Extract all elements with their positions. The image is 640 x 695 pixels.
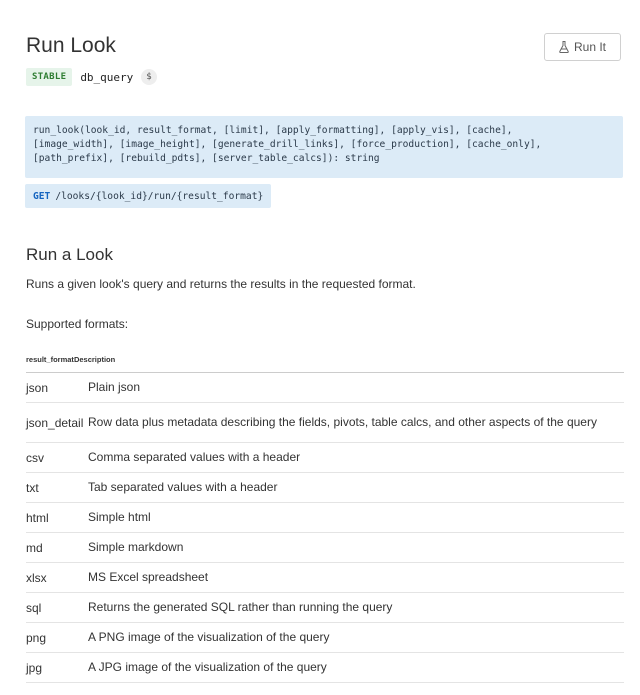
table-row: xlsx MS Excel spreadsheet <box>26 563 624 593</box>
table-row: sql Returns the generated SQL rather tha… <box>26 593 624 623</box>
format-name: png <box>26 630 47 645</box>
run-it-button[interactable]: Run It <box>544 33 621 61</box>
format-name: xlsx <box>26 570 47 585</box>
table-row: md Simple markdown <box>26 533 624 563</box>
page-title: Run Look <box>26 34 116 57</box>
table-row: txt Tab separated values with a header <box>26 473 624 503</box>
format-name: html <box>26 510 49 525</box>
permission-badge: $ <box>141 69 157 85</box>
format-name: sql <box>26 600 42 615</box>
formats-table: result_format Description json Plain jso… <box>26 347 624 683</box>
format-name: csv <box>26 450 44 465</box>
table-row: json_detail Row data plus metadata descr… <box>26 403 624 443</box>
format-description: A JPG image of the visualization of the … <box>88 660 327 674</box>
format-description: Simple html <box>88 510 151 524</box>
format-description: Returns the generated SQL rather than ru… <box>88 600 393 614</box>
format-name: json_detail <box>26 415 84 430</box>
run-it-label: Run It <box>573 40 606 54</box>
format-description: Plain json <box>88 380 141 394</box>
format-name: jpg <box>26 660 43 675</box>
table-header: result_format Description <box>26 347 624 373</box>
table-row: csv Comma separated values with a header <box>26 443 624 473</box>
section-title: Run a Look <box>26 245 113 264</box>
flask-icon <box>559 41 569 53</box>
table-row: html Simple html <box>26 503 624 533</box>
format-description: Row data plus metadata describing the fi… <box>88 415 597 429</box>
method-signature: run_look(look_id, result_format, [limit]… <box>25 116 623 178</box>
format-description: Comma separated values with a header <box>88 450 301 464</box>
table-row: png A PNG image of the visualization of … <box>26 623 624 653</box>
format-name: json <box>26 380 49 395</box>
supported-formats-label: Supported formats: <box>26 317 129 331</box>
endpoint-url: /looks/{look_id}/run/{result_format} <box>55 190 264 202</box>
format-description: A PNG image of the visualization of the … <box>88 630 330 644</box>
column-header-description: Description <box>73 355 116 364</box>
format-description: Tab separated values with a header <box>88 480 278 494</box>
http-method: GET <box>33 190 51 202</box>
format-description: MS Excel spreadsheet <box>88 570 209 584</box>
table-row: json Plain json <box>26 373 624 403</box>
format-name: txt <box>26 480 39 495</box>
endpoint-path: GET /looks/{look_id}/run/{result_format} <box>25 184 272 208</box>
format-name: md <box>26 540 43 555</box>
method-description: Runs a given look's query and returns th… <box>26 277 416 291</box>
permission-id: db_query <box>80 70 134 84</box>
table-row: jpg A JPG image of the visualization of … <box>26 653 624 683</box>
format-description: Simple markdown <box>88 540 184 554</box>
stability-badge: STABLE <box>26 68 73 86</box>
column-header-format: result_format <box>26 355 74 364</box>
method-meta-row: STABLE db_query $ <box>26 66 157 88</box>
